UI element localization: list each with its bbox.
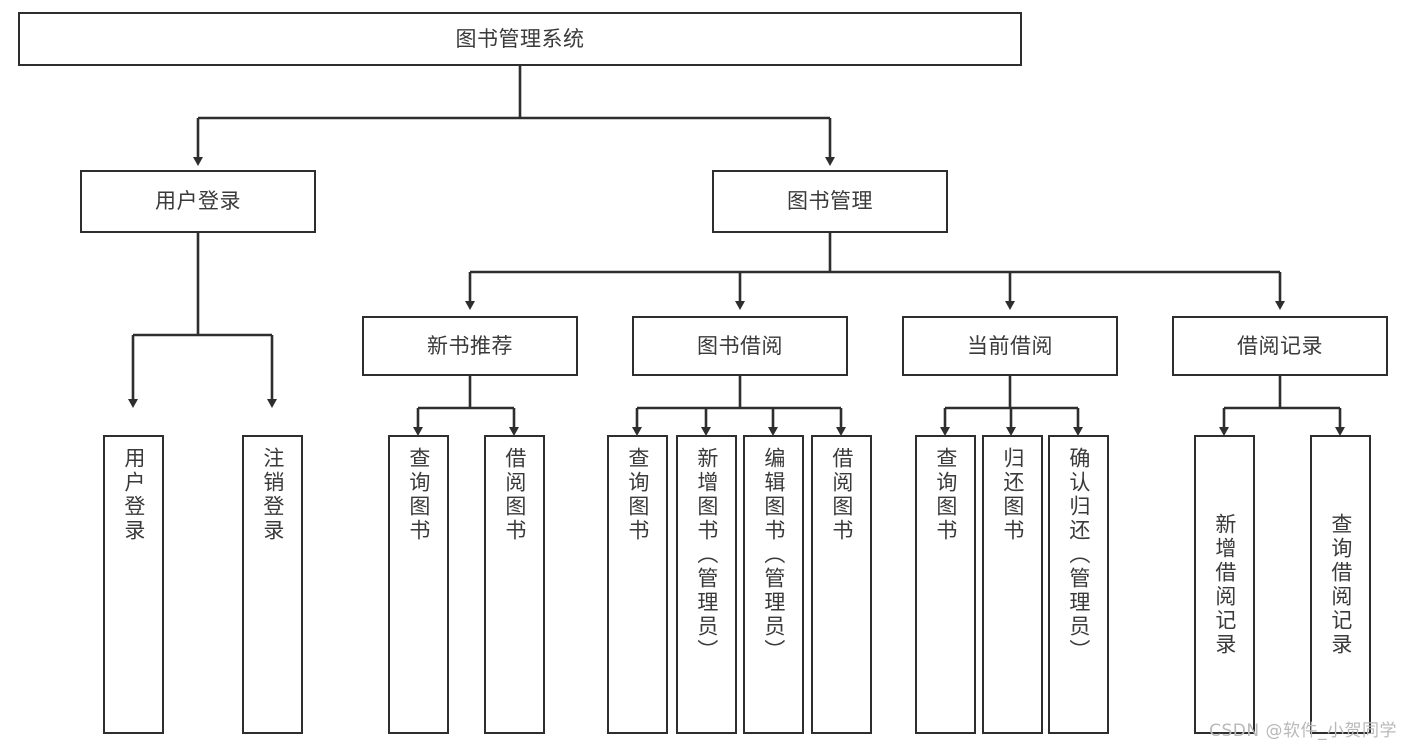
leaf-current-borrow-confirm[interactable]: 确认归还（管理员）	[1048, 435, 1109, 734]
node-book-borrow-label: 图书借阅	[697, 333, 783, 358]
leaf-book-borrow-borrow-label: 借阅图书	[829, 447, 854, 543]
node-book-management[interactable]: 图书管理	[712, 170, 948, 233]
node-borrow-record-label: 借阅记录	[1237, 333, 1323, 358]
node-current-borrow-label: 当前借阅	[967, 333, 1053, 358]
node-user-login-label: 用户登录	[155, 189, 241, 214]
leaf-user-login-signin-label: 用户登录	[121, 447, 146, 543]
leaf-borrow-record-query-label: 查询借阅记录	[1328, 512, 1353, 657]
node-root-label: 图书管理系统	[455, 26, 585, 51]
node-book-borrow[interactable]: 图书借阅	[632, 316, 848, 376]
leaf-book-borrow-borrow[interactable]: 借阅图书	[811, 435, 872, 734]
node-book-management-label: 图书管理	[787, 189, 873, 214]
leaf-user-login-signout[interactable]: 注销登录	[242, 435, 303, 734]
leaf-book-borrow-add[interactable]: 新增图书（管理员）	[676, 435, 737, 734]
leaf-new-book-borrow[interactable]: 借阅图书	[484, 435, 545, 734]
leaf-new-book-query[interactable]: 查询图书	[388, 435, 449, 734]
leaf-current-borrow-return-label: 归还图书	[1000, 447, 1025, 543]
leaf-book-borrow-edit[interactable]: 编辑图书（管理员）	[743, 435, 804, 734]
leaf-current-borrow-query[interactable]: 查询图书	[915, 435, 976, 734]
leaf-borrow-record-query[interactable]: 查询借阅记录	[1310, 435, 1371, 734]
leaf-current-borrow-query-label: 查询图书	[933, 447, 958, 543]
node-current-borrow[interactable]: 当前借阅	[902, 316, 1118, 376]
leaf-current-borrow-return[interactable]: 归还图书	[982, 435, 1043, 734]
leaf-book-borrow-add-label: 新增图书（管理员）	[694, 447, 719, 663]
node-borrow-record[interactable]: 借阅记录	[1172, 316, 1388, 376]
leaf-book-borrow-query[interactable]: 查询图书	[607, 435, 668, 734]
node-user-login[interactable]: 用户登录	[80, 170, 316, 233]
leaf-book-borrow-query-label: 查询图书	[625, 447, 650, 543]
leaf-new-book-borrow-label: 借阅图书	[502, 447, 527, 543]
leaf-book-borrow-edit-label: 编辑图书（管理员）	[761, 447, 786, 663]
leaf-current-borrow-confirm-label: 确认归还（管理员）	[1066, 447, 1091, 663]
leaf-user-login-signout-label: 注销登录	[260, 447, 285, 543]
watermark: CSDN @软件_小贺同学	[1209, 721, 1397, 741]
leaf-borrow-record-add[interactable]: 新增借阅记录	[1194, 435, 1255, 734]
node-root[interactable]: 图书管理系统	[18, 12, 1022, 66]
node-new-book-recommend-label: 新书推荐	[427, 333, 513, 358]
leaf-new-book-query-label: 查询图书	[406, 447, 431, 543]
leaf-borrow-record-add-label: 新增借阅记录	[1212, 512, 1237, 657]
node-new-book-recommend[interactable]: 新书推荐	[362, 316, 578, 376]
leaf-user-login-signin[interactable]: 用户登录	[103, 435, 164, 734]
